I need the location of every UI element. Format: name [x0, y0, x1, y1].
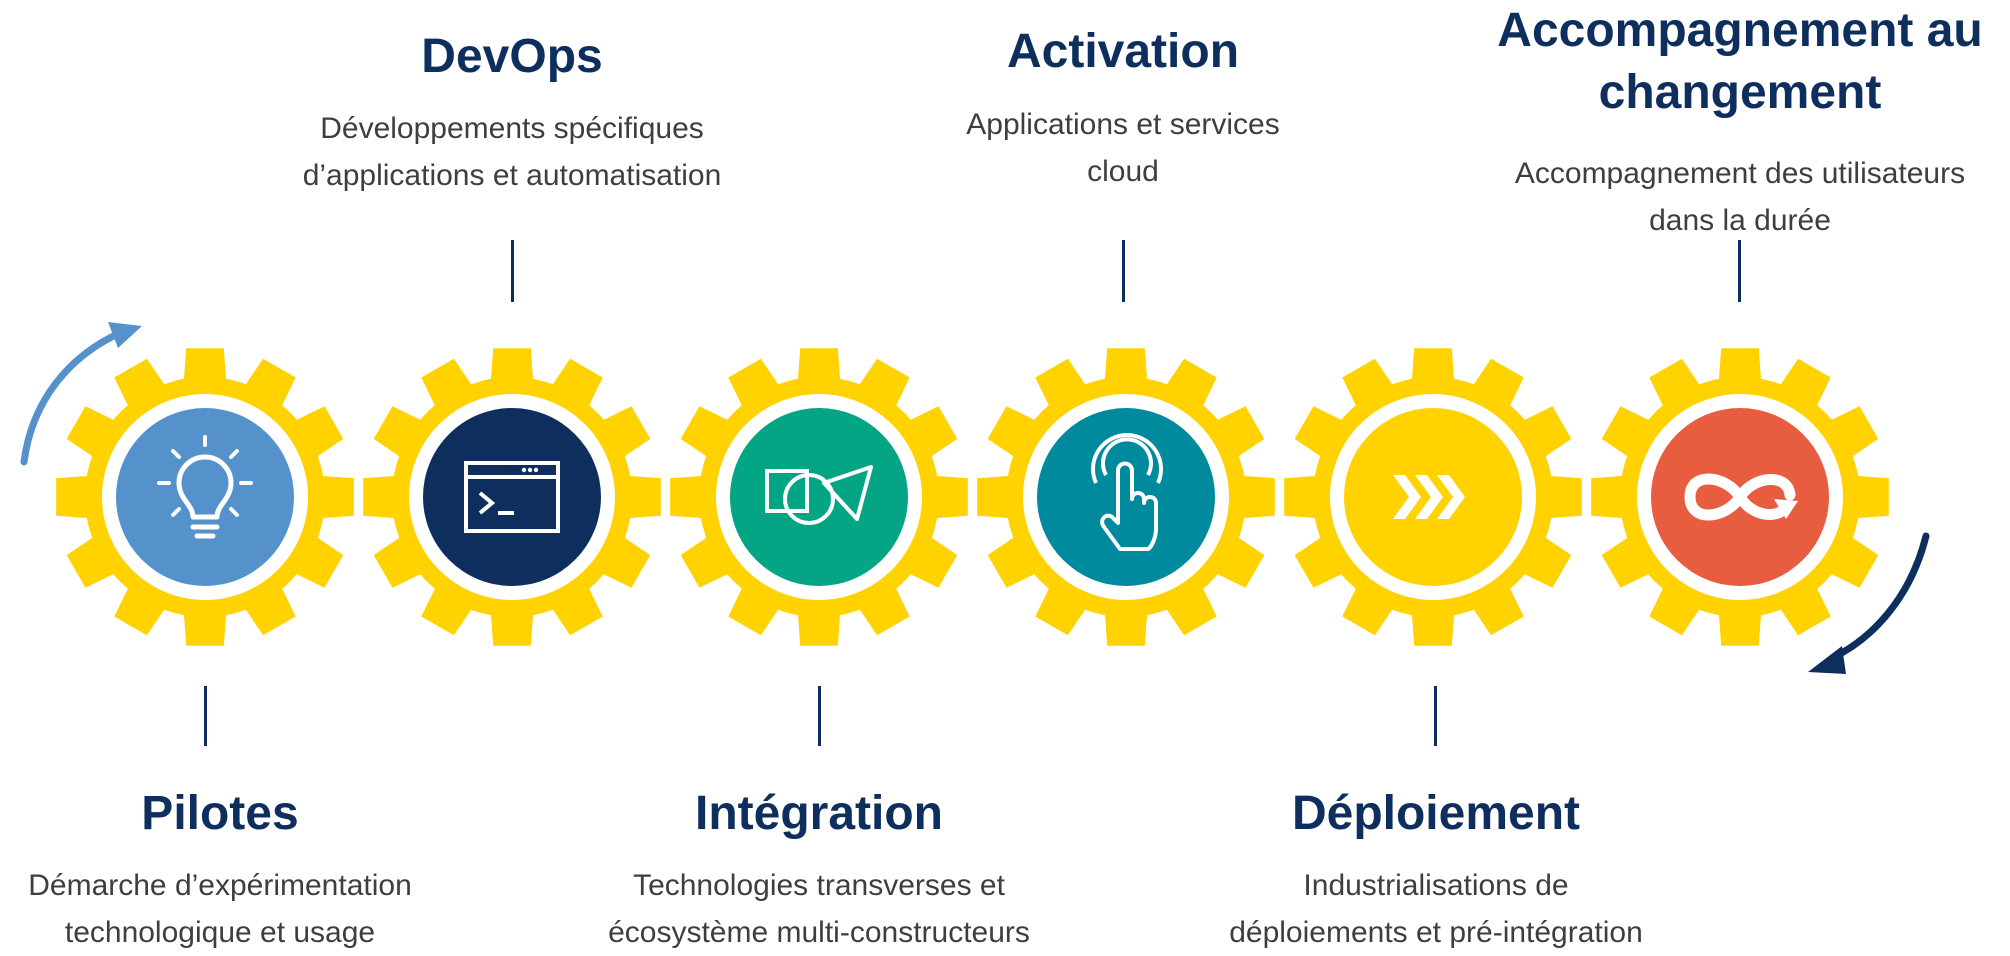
terminal-window-icon	[464, 461, 560, 533]
gear-1	[56, 348, 354, 646]
gear-disc	[423, 408, 601, 586]
connector-accompagnement	[1738, 240, 1741, 302]
desc-line: Industrialisations de	[1303, 869, 1569, 902]
lightbulb-icon	[157, 435, 253, 539]
gear-4	[977, 348, 1275, 646]
shapes-icon	[765, 465, 873, 525]
desc-line: Technologies transverses et	[633, 869, 1005, 902]
gear-disc	[116, 408, 294, 586]
step-title-activation: Activation	[1006, 25, 1240, 78]
step-desc-deploiement: Industrialisations de déploiements et pr…	[1186, 862, 1686, 956]
connector-pilotes	[204, 686, 207, 746]
desc-line: Développements spécifiques	[320, 112, 704, 145]
connector-deploiement	[1434, 686, 1437, 746]
desc-line: Démarche d’expérimentation	[28, 869, 412, 902]
desc-line: dans la durée	[1649, 204, 1831, 237]
step-desc-activation: Applications et services cloud	[873, 101, 1373, 195]
step-desc-pilotes: Démarche d’expérimentation technologique…	[0, 862, 470, 956]
step-desc-integration: Technologies transverses et écosystème m…	[569, 862, 1069, 956]
desc-line: Applications et services	[966, 108, 1280, 141]
desc-line: écosystème multi-constructeurs	[608, 916, 1030, 949]
connector-devops	[511, 240, 514, 302]
connector-integration	[818, 686, 821, 746]
gear-disc	[730, 408, 908, 586]
step-title-deploiement: Déploiement	[1291, 787, 1581, 840]
desc-line: d’applications et automatisation	[302, 159, 722, 192]
desc-line: technologique et usage	[64, 916, 376, 949]
step-title-accompagnement: Accompagnement au changement	[1440, 0, 2010, 124]
step-title-devops: DevOps	[421, 30, 603, 83]
title-line: changement	[1598, 66, 1882, 119]
gear-5	[1284, 348, 1582, 646]
connector-activation	[1122, 240, 1125, 302]
cycle-arrow-start-icon	[20, 322, 142, 466]
step-title-integration: Intégration	[695, 787, 943, 840]
step-desc-devops: Développements spécifiques d’application…	[262, 105, 762, 199]
chevrons-right-icon	[1393, 475, 1465, 519]
gear-6	[1591, 348, 1889, 646]
desc-line: cloud	[1087, 155, 1159, 188]
desc-line: Accompagnement des utilisateurs	[1514, 157, 1966, 190]
desc-line: déploiements et pré-intégration	[1229, 916, 1643, 949]
infinity-loop-icon	[1684, 473, 1798, 521]
title-line: Accompagnement au	[1497, 4, 1983, 57]
cycle-arrow-end-icon	[1808, 532, 1930, 674]
touch-hand-icon	[1091, 433, 1163, 551]
step-desc-accompagnement: Accompagnement des utilisateurs dans la …	[1490, 150, 1990, 244]
step-title-pilotes: Pilotes	[141, 787, 299, 840]
gear-3	[670, 348, 968, 646]
gear-disc	[1037, 408, 1215, 586]
gear-2	[363, 348, 661, 646]
